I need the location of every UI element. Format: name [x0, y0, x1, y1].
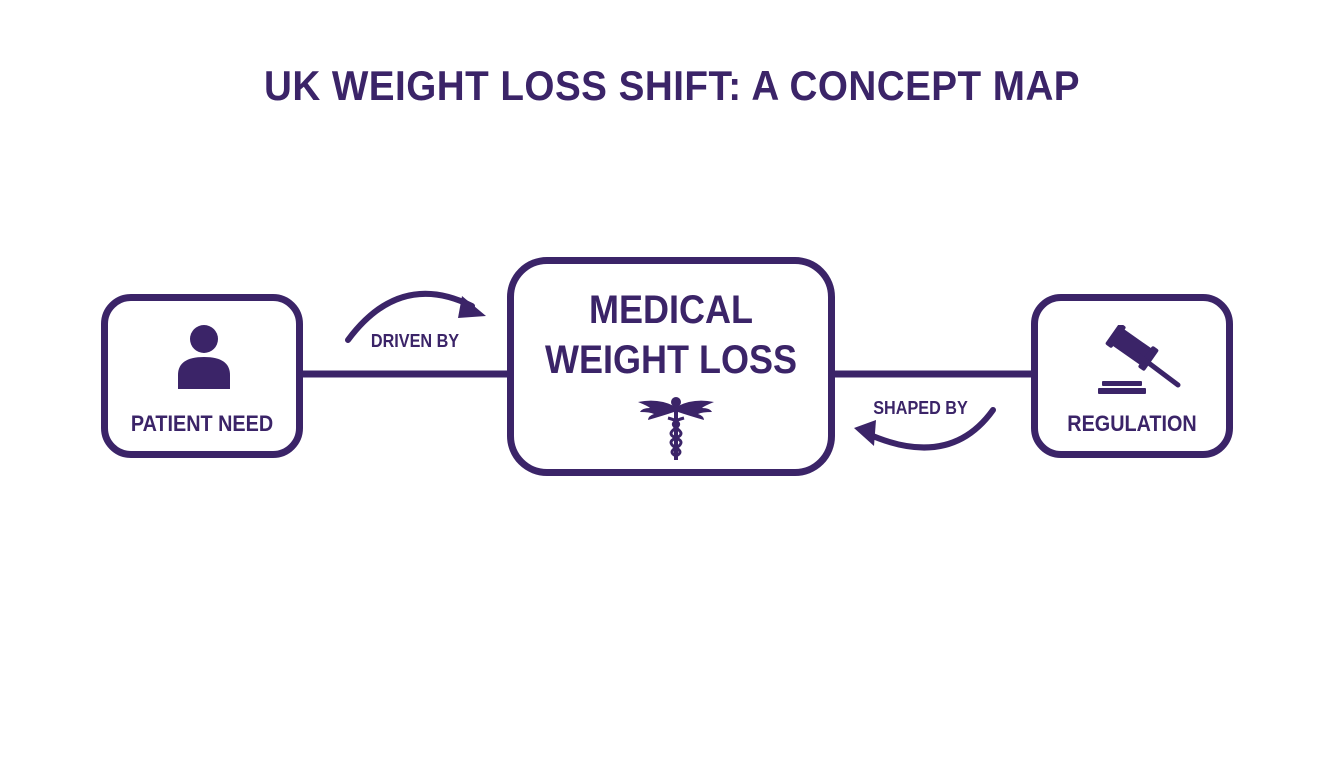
- arrowhead-driven-by: [458, 296, 486, 318]
- node-label-regulation: REGULATION: [1067, 411, 1197, 436]
- caduceus-icon: [636, 394, 716, 467]
- center-title-line-2: WEIGHT LOSS: [545, 338, 797, 382]
- arrow-shaped-by: [865, 407, 996, 451]
- arrowhead-shaped-by: [854, 420, 876, 446]
- person-icon: [176, 323, 232, 394]
- arrow-driven-by: [345, 290, 475, 343]
- center-title-line-1: MEDICAL: [589, 288, 753, 332]
- node-patient-need: PATIENT NEED: [101, 294, 303, 458]
- page-title: UK WEIGHT LOSS SHIFT: A CONCEPT MAP: [263, 62, 1081, 109]
- gavel-icon: [1094, 323, 1184, 400]
- node-medical-weight-loss: MEDICAL WEIGHT LOSS: [507, 257, 835, 476]
- node-label-patient-need: PATIENT NEED: [130, 411, 274, 436]
- edge-label-driven-by: DRIVEN BY: [370, 331, 460, 351]
- edge-label-shaped-by: SHAPED BY: [873, 398, 968, 418]
- node-regulation: REGULATION: [1031, 294, 1233, 458]
